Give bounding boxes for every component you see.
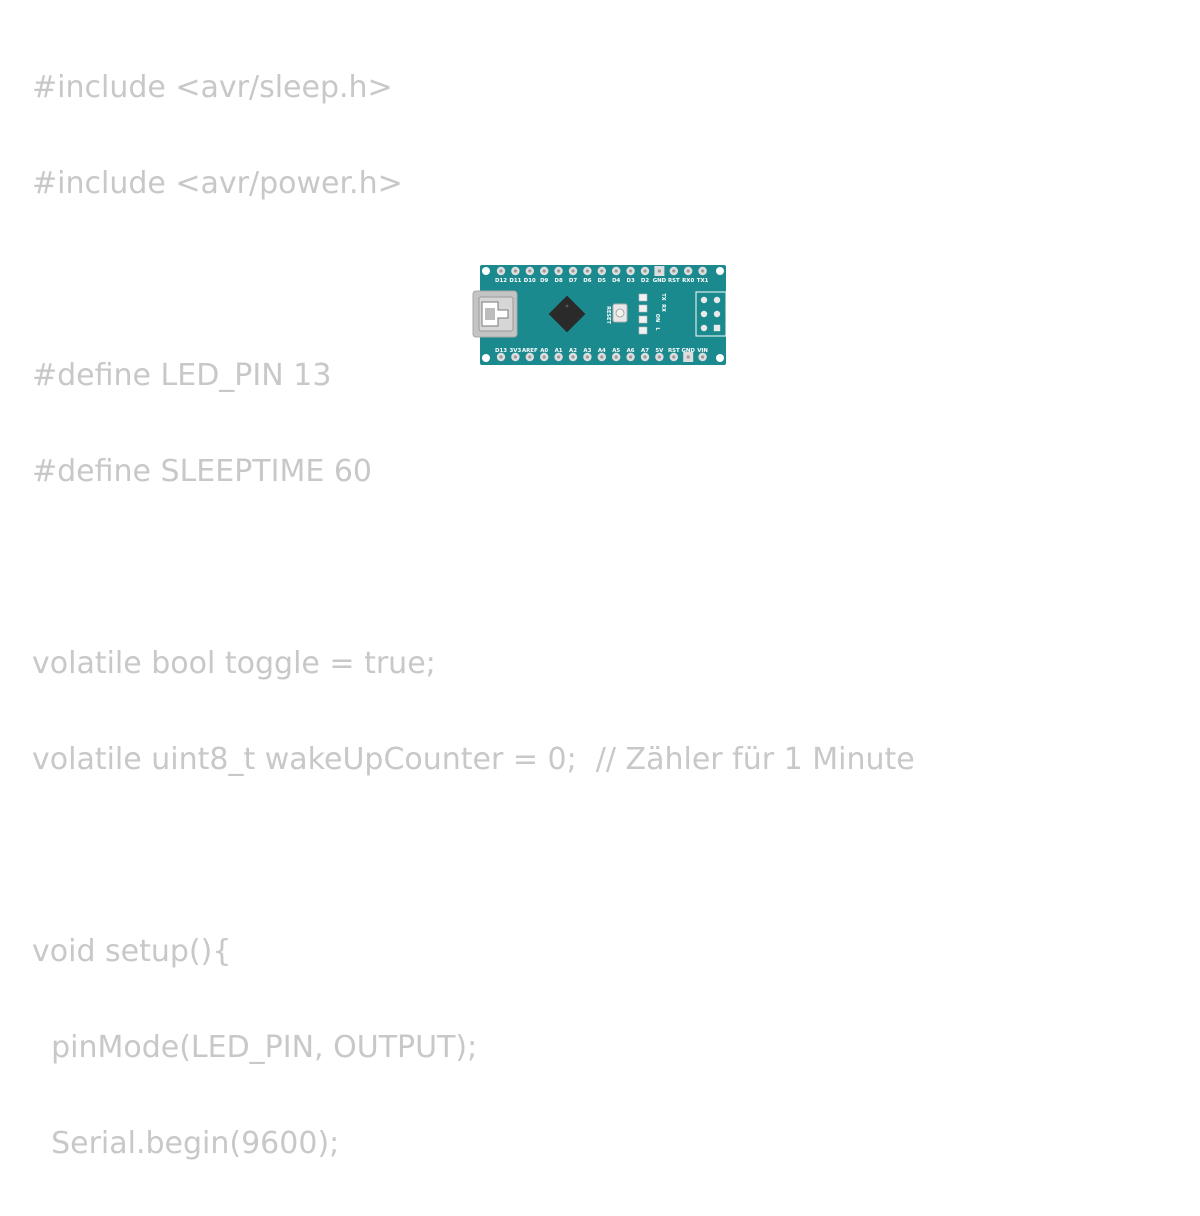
mount-hole (482, 267, 490, 275)
code-line (32, 544, 915, 592)
icsp-header (695, 291, 727, 337)
pin-label: TX1 (697, 278, 709, 284)
pin-hole (585, 269, 589, 273)
pin-hole (557, 355, 561, 359)
mount-hole (716, 354, 724, 362)
led-label: TX (660, 293, 666, 300)
pin-label: D11 (509, 278, 521, 284)
pin-hole (614, 269, 618, 273)
pin-hole (686, 269, 690, 273)
pin-hole (571, 269, 575, 273)
pin-label: A5 (612, 348, 620, 354)
pin-label: A3 (583, 348, 591, 354)
usb-connector[interactable] (472, 290, 518, 338)
pin-hole (686, 355, 690, 359)
pin-hole (499, 269, 503, 273)
pin-label: RST (668, 278, 680, 284)
pin-hole (528, 269, 532, 273)
led-label: L (654, 327, 660, 331)
pin-label: D10 (524, 278, 536, 284)
code-line: volatile bool toggle = true; (32, 646, 436, 681)
pin-label: D3 (626, 278, 634, 284)
pin-label: D7 (569, 278, 577, 284)
pin-hole (672, 269, 676, 273)
pin-label: D4 (612, 278, 620, 284)
pin-hole (614, 355, 618, 359)
led-label: RX (660, 304, 666, 312)
code-line: void setup(){ (32, 934, 232, 969)
pin-hole (542, 355, 546, 359)
pin-hole (643, 269, 647, 273)
reset-button[interactable] (612, 303, 628, 323)
pcb (480, 265, 726, 365)
pin-label: D6 (583, 278, 591, 284)
pin-hole (701, 269, 705, 273)
code-line: #define LED_PIN 13 (32, 358, 332, 393)
pin-hole (672, 355, 676, 359)
pin-label: VIN (697, 348, 708, 354)
pin-label: A0 (540, 348, 548, 354)
code-editor[interactable]: #include <avr/sleep.h> #include <avr/pow… (32, 64, 915, 1216)
pin-label: A7 (641, 348, 649, 354)
pin-hole (600, 269, 604, 273)
pin-label: GND (653, 278, 667, 284)
pin-hole (585, 355, 589, 359)
pin-hole (571, 355, 575, 359)
pin-hole (657, 355, 661, 359)
mount-hole (482, 354, 490, 362)
pin-hole (643, 355, 647, 359)
microcontroller-chip (548, 295, 586, 333)
pin-label: D13 (495, 348, 507, 354)
pin-hole (499, 355, 503, 359)
code-line: #include <avr/power.h> (32, 166, 403, 201)
pin-label: D9 (540, 278, 548, 284)
pin-label: A4 (598, 348, 606, 354)
led-label: ON (654, 314, 660, 322)
pin-hole (557, 269, 561, 273)
pin-label: D12 (495, 278, 507, 284)
pin-label: RST (668, 348, 680, 354)
code-line: pinMode(LED_PIN, OUTPUT); (32, 1030, 478, 1065)
pin-hole (629, 355, 633, 359)
code-line (32, 832, 915, 880)
pin-label: AREF (522, 348, 538, 354)
pin-label: A2 (569, 348, 577, 354)
pin-hole (629, 269, 633, 273)
mount-hole (716, 267, 724, 275)
code-line: volatile uint8_t wakeUpCounter = 0; // Z… (32, 742, 915, 777)
pin-label: GND (681, 348, 695, 354)
pin-hole (513, 269, 517, 273)
code-line: Serial.begin(9600); (32, 1126, 340, 1161)
pin-hole (600, 355, 604, 359)
pin-label: A1 (555, 348, 563, 354)
pin-hole (513, 355, 517, 359)
pin-hole (528, 355, 532, 359)
pin-label: D5 (598, 278, 606, 284)
pin-hole (542, 269, 546, 273)
code-line: #include <avr/sleep.h> (32, 70, 393, 105)
pin-label: 3V3 (510, 348, 522, 354)
pin-label: RX0 (682, 278, 694, 284)
reset-label: RESET (605, 306, 611, 324)
pin-label: D2 (641, 278, 649, 284)
code-line: #define SLEEPTIME 60 (32, 454, 373, 489)
pin-label: D8 (554, 278, 562, 284)
pin-label: A6 (627, 348, 635, 354)
pin-hole (657, 269, 661, 273)
pin-label: 5V (655, 348, 664, 354)
status-leds (638, 293, 648, 335)
pin-hole (701, 355, 705, 359)
